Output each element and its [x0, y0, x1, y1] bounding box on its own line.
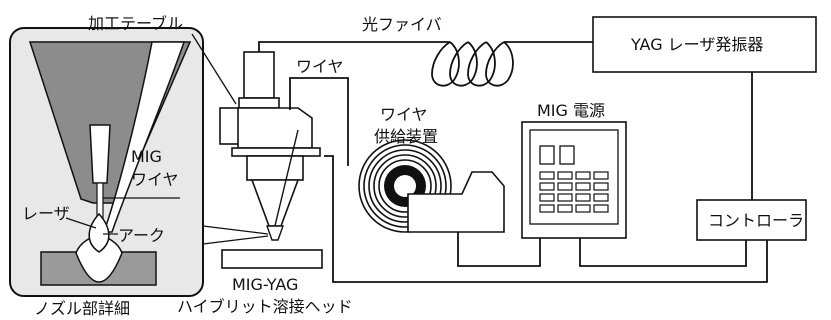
- yag-oscillator-label: YAG レーザ発振器: [630, 35, 763, 54]
- head-tip-flare: [266, 225, 284, 241]
- mig-power-label: MIG 電源: [537, 101, 605, 120]
- yag-oscillator-box: [592, 16, 817, 73]
- contact-tip: [89, 124, 111, 184]
- head-controller-cable: [324, 155, 768, 283]
- mig-wire-label-line1: MIG: [131, 147, 162, 166]
- wire-cable: [289, 77, 349, 166]
- head-flange: [231, 147, 321, 157]
- nozzle-detail-inset: MIG ワイヤ レーザ アーク: [9, 27, 204, 297]
- wire-feeder: [358, 139, 505, 233]
- wire-feeder-label-line1: ワイヤ: [380, 105, 428, 124]
- head-left-block: [219, 107, 241, 145]
- head-wire-feed: [272, 129, 299, 235]
- processing-table-label: 加工テーブル: [88, 14, 183, 33]
- hybrid-head-label-line1: MIG-YAG: [232, 275, 298, 294]
- control-keypad: [539, 171, 609, 213]
- head-main-body: [237, 107, 313, 149]
- wire-feeder-label-line2: 供給装置: [374, 127, 438, 146]
- arc: [88, 212, 110, 253]
- controller-label: コントローラ: [708, 211, 804, 230]
- optical-fiber: [258, 41, 593, 87]
- laser-leader: [65, 217, 97, 229]
- head-collar: [246, 155, 304, 181]
- hybrid-welding-head: [191, 33, 321, 241]
- wire-feeder-housing: [407, 171, 505, 233]
- mig-wire-label-line2: ワイヤ: [131, 170, 179, 189]
- meter-2: [559, 145, 575, 165]
- nozzle-detail-label: ノズル部詳細: [34, 299, 130, 318]
- arc-label: アーク: [118, 226, 165, 245]
- cables: [324, 155, 768, 283]
- meter-1: [539, 145, 555, 165]
- laser-label: レーザ: [22, 204, 70, 223]
- magnification-lines: [202, 225, 269, 245]
- optic-lower-body: [238, 97, 280, 109]
- wire-label: ワイヤ: [296, 57, 344, 76]
- optical-fiber-label: 光ファイバ: [362, 15, 442, 34]
- head-nozzle-cone: [250, 179, 300, 227]
- work-table-plate: [221, 249, 323, 269]
- power-controller-cable: [579, 238, 747, 267]
- feeder-power-cable: [457, 232, 541, 267]
- laser-optic-body: [243, 51, 275, 99]
- processing-table-leader: [191, 33, 237, 105]
- mig-power-source: [521, 121, 627, 239]
- hybrid-head-label-line2: ハイブリット溶接ヘッド: [177, 297, 353, 316]
